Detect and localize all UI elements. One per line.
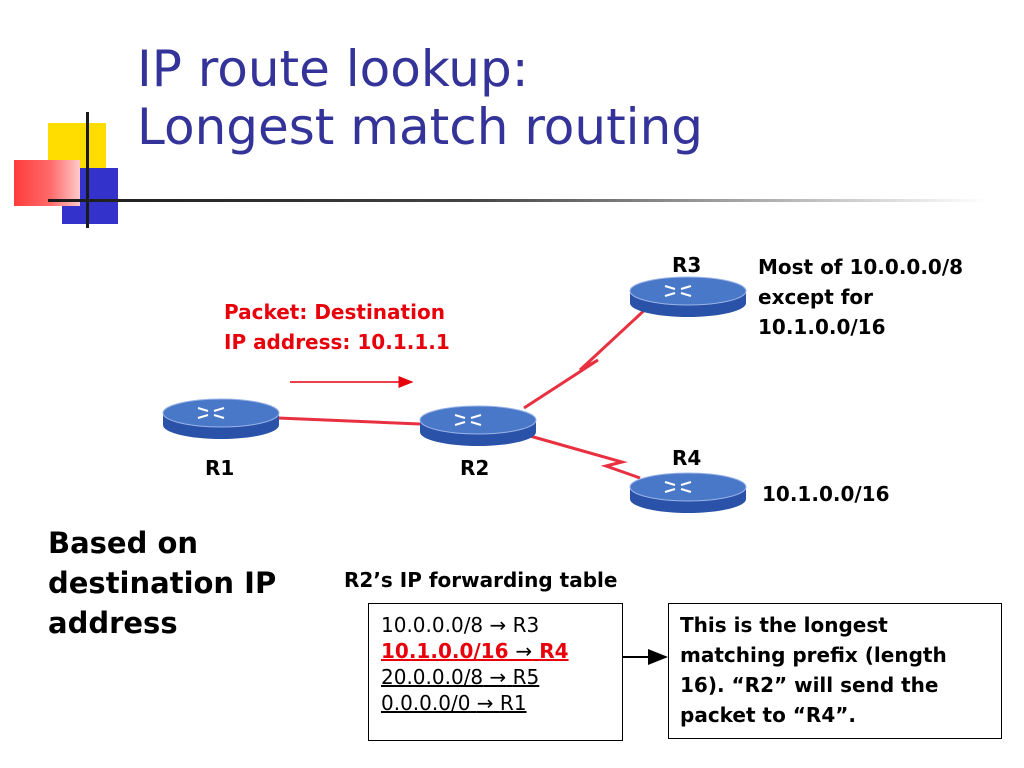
deco-red-block — [14, 160, 80, 206]
table-row-highlighted: 10.1.0.0/16 → R4 — [381, 638, 622, 664]
router-label-r1: R1 — [205, 456, 235, 480]
explanation-box: This is the longest matching prefix (len… — [668, 603, 1002, 739]
router-label-r4: R4 — [672, 446, 702, 470]
table-row: 10.0.0.0/8 → R3 — [381, 612, 622, 638]
table-next-hop: R3 — [512, 613, 540, 637]
r3-note-line-2: except for — [758, 285, 874, 309]
link-r2-r3 — [523, 303, 652, 410]
based-on-line-1: Based on — [48, 526, 199, 560]
table-prefix: 10.1.0.0/16 — [381, 639, 509, 663]
router-r3-icon — [629, 276, 747, 317]
arrow-icon: → — [476, 691, 494, 715]
arrow-icon: → — [489, 665, 507, 689]
explanation-line-2: matching prefix (length — [680, 643, 947, 667]
title-line-2: Longest match routing — [137, 98, 703, 156]
based-on-line-2: destination IP — [48, 566, 277, 600]
link-r2-r4 — [529, 434, 641, 480]
router-r4-icon — [629, 472, 747, 513]
r3-prefix-note: Most of 10.0.0.0/8 except for 10.1.0.0/1… — [758, 252, 963, 342]
forwarding-table-caption: R2’s IP forwarding table — [344, 568, 618, 592]
packet-label-line-1: Packet: Destination — [224, 300, 445, 324]
forwarding-table: 10.0.0.0/8 → R3 10.1.0.0/16 → R4 20.0.0.… — [368, 603, 623, 741]
router-label-r2: R2 — [460, 456, 490, 480]
r3-note-line-3: 10.1.0.0/16 — [758, 315, 886, 339]
explanation-line-4: packet to “R4”. — [680, 703, 856, 727]
packet-label: Packet: Destination IP address: 10.1.1.1 — [224, 297, 450, 357]
explanation-line-1: This is the longest — [680, 613, 888, 637]
based-on-text: Based on destination IP address — [48, 523, 276, 643]
table-next-hop: R1 — [499, 691, 527, 715]
slide-title: IP route lookup: Longest match routing — [137, 40, 703, 156]
router-label-r3: R3 — [672, 253, 702, 277]
router-r1-icon — [162, 398, 280, 439]
title-underline — [48, 199, 988, 202]
table-prefix: 0.0.0.0/0 — [381, 691, 471, 715]
table-next-hop: R4 — [539, 639, 569, 663]
arrow-icon: → — [515, 639, 533, 663]
deco-vertical-line — [86, 112, 89, 228]
table-row: 20.0.0.0/8 → R5 — [381, 664, 622, 690]
based-on-line-3: address — [48, 606, 178, 640]
table-prefix: 10.0.0.0/8 — [381, 613, 484, 637]
packet-label-line-2: IP address: 10.1.1.1 — [224, 330, 450, 354]
link-r1-r2 — [277, 416, 421, 426]
table-next-hop: R5 — [512, 665, 540, 689]
r3-note-line-1: Most of 10.0.0.0/8 — [758, 255, 964, 279]
table-prefix: 20.0.0.0/8 — [381, 665, 484, 689]
table-row: 0.0.0.0/0 → R1 — [381, 690, 622, 716]
r4-prefix-note: 10.1.0.0/16 — [762, 482, 890, 506]
explanation-line-3: 16). “R2” will send the — [680, 673, 939, 697]
router-r2-icon — [419, 405, 537, 446]
arrow-icon: → — [489, 613, 507, 637]
title-line-1: IP route lookup: — [137, 40, 529, 98]
